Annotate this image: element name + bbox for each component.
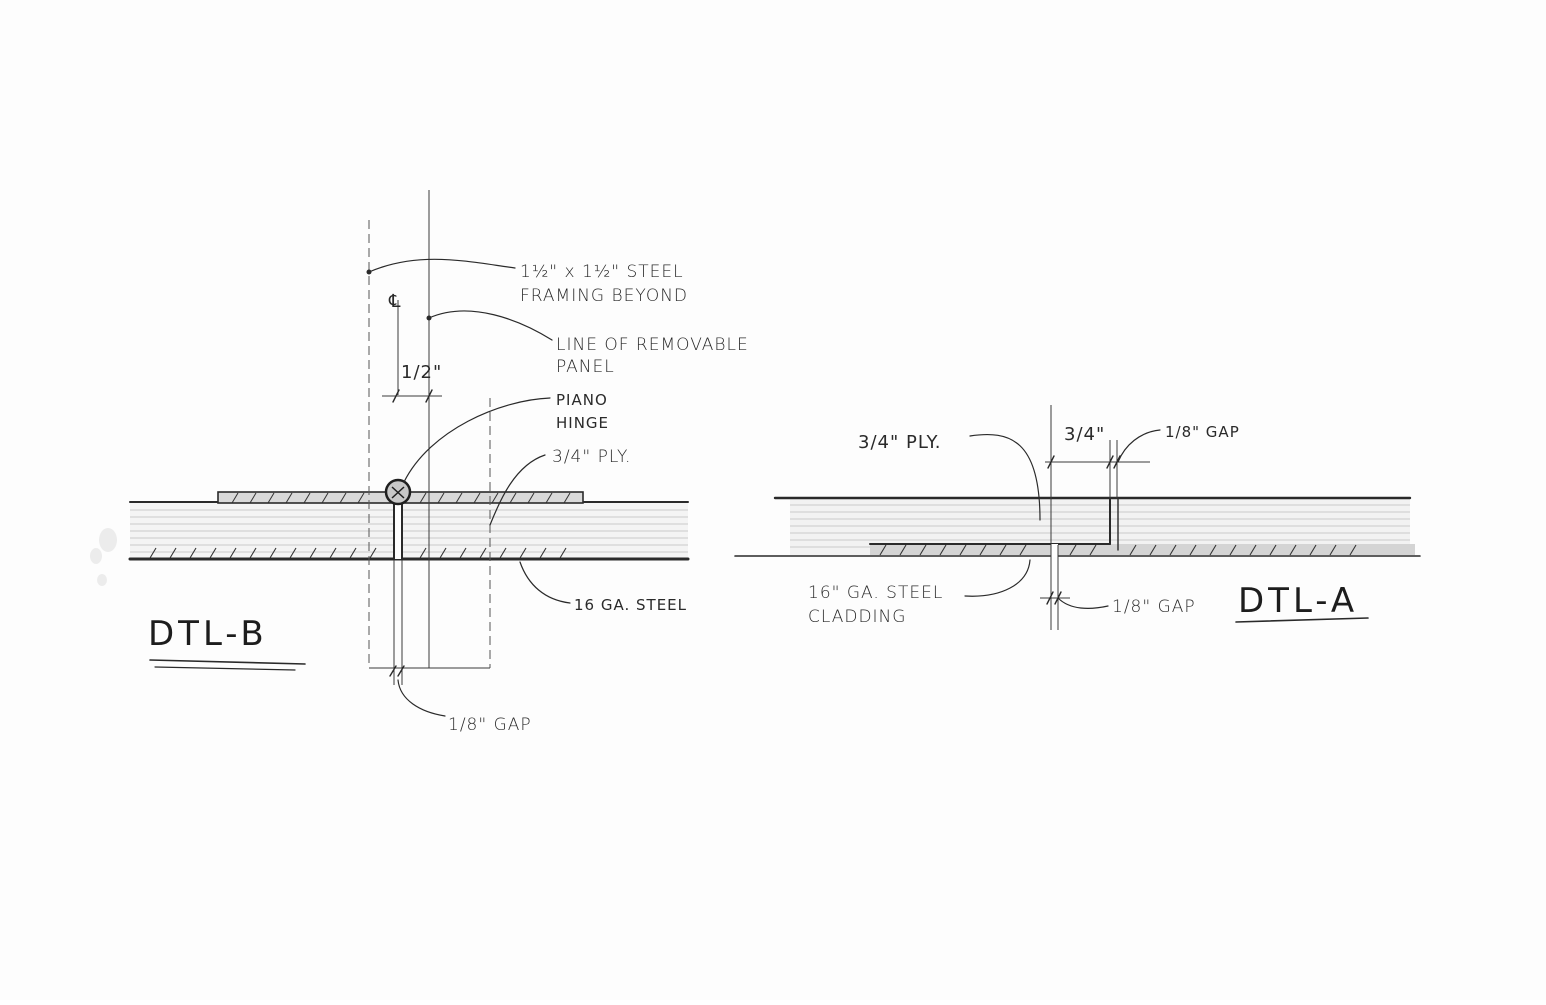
ply-note-a: 3/4" PLY. [858,432,942,453]
cladding-note-line2: CLADDING [808,607,906,627]
hinge-note-line2: HINGE [556,414,609,432]
detail-b-leaders [366,258,571,717]
detail-b-half-dimension: 1/2" [382,362,442,403]
detail-a-three-quarter-dimension: 3/4" [1045,424,1150,469]
detail-a-cladding [869,497,1415,557]
detail-b-plywood [128,501,690,561]
gap-top-note: 1/8" GAP [1165,423,1240,441]
dimension-half-label: 1/2" [401,362,442,383]
centerline-symbol: ℄ [388,291,402,312]
detail-b-reference-lines [393,190,430,685]
gap-note: 1/8" GAP [448,715,532,735]
detail-a-reference-lines [1050,405,1118,630]
detail-b-notes: 1½" x 1½" STEEL FRAMING BEYOND LINE OF R… [448,262,749,735]
dimension-three-quarter-label: 3/4" [1064,424,1105,445]
hinge-note-line1: PIANO [556,391,608,409]
detail-a-title-text: DTL-A [1238,581,1358,621]
detail-b-title-text: DTL-B [148,614,268,654]
detail-b: 1/2" ℄ 1½" x 1½" STEEL FRAMING BEYOND LI… [128,190,749,735]
framing-note-line2: FRAMING BEYOND [520,286,688,306]
cladding-note-line1: 16" GA. STEEL [808,583,943,603]
detail-b-gap-ticks [389,665,405,677]
detail-b-joint [393,502,403,560]
steel-note: 16 GA. STEEL [574,596,687,614]
piano-hinge-icon [384,478,412,506]
detail-a-notes: 3/4" PLY. 1/8" GAP 16" GA. STEEL CLADDIN… [808,423,1240,627]
framing-note-line1: 1½" x 1½" STEEL [520,262,684,282]
panel-note-line2: PANEL [556,357,615,377]
detail-a-gap-ticks [1040,591,1070,605]
panel-note-line1: LINE OF REMOVABLE [556,335,749,355]
detail-a-title: DTL-A [1235,581,1369,623]
gap-bottom-note: 1/8" GAP [1112,597,1196,617]
detail-a: 3/4" 3/4" PLY. 1/8" GAP 16" GA. STEEL CL… [734,405,1421,630]
detail-b-title: DTL-B [148,614,306,671]
detail-a-leaders [964,429,1161,609]
ply-note: 3/4" PLY. [552,447,631,467]
detail-b-bottom-steel [149,547,567,559]
